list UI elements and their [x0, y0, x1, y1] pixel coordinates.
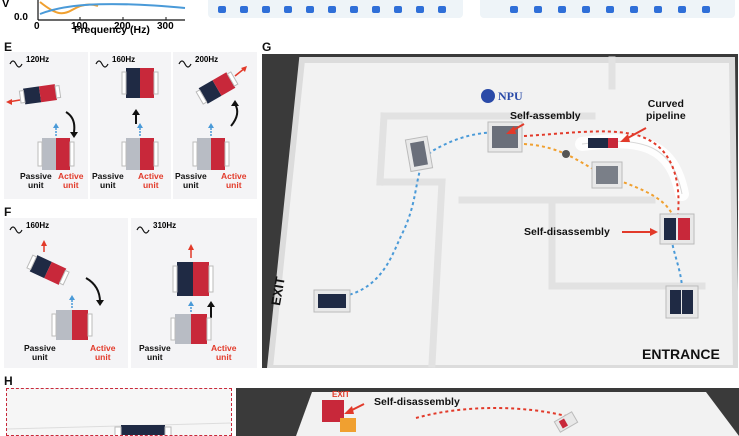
panel-e-frame-1: 120Hz Passive unit Active unit [4, 52, 88, 199]
y-axis-label-fragment: V [2, 0, 10, 10]
x-axis-label: Frequency (Hz) [74, 24, 150, 36]
panel-letter-h: H [4, 374, 13, 388]
robot-left-upper [404, 135, 434, 173]
panel-h-left-photo [6, 388, 232, 436]
red-path [523, 130, 680, 215]
panel-letter-f: F [4, 205, 12, 219]
passive-unit-label: Passive unit [139, 343, 171, 362]
y-tick-0: 0.0 [14, 12, 28, 23]
top-image-strip-1 [208, 0, 463, 18]
self-disassembly-label: Self-disassembly [524, 226, 610, 238]
passive-unit-label: Passive unit [92, 171, 124, 190]
freq-label: 120Hz [26, 55, 50, 64]
active-unit-label: Active unit [221, 171, 247, 190]
self-disassembly-label: Self-disassembly [374, 396, 460, 408]
x-tick-100: 100 [71, 21, 88, 32]
robot-exit [313, 289, 351, 313]
x-tick-200: 200 [114, 21, 131, 32]
panel-letter-g: G [262, 40, 272, 54]
panel-e-frame-2: 160Hz Passive unit Active unit [90, 52, 171, 199]
robot-entrance [665, 285, 699, 319]
freq-label: 310Hz [153, 221, 177, 230]
passive-unit-label: Passive unit [20, 171, 52, 190]
npu-logo: NPU [498, 89, 523, 103]
active-unit-label: Active unit [211, 343, 237, 362]
top-image-strip-2 [480, 0, 735, 18]
robot-mid [591, 161, 623, 189]
chart-svg [37, 0, 186, 21]
robot-self-disassembly [659, 213, 695, 245]
panel-f-frame-1: 160Hz Passive unit Active unit [4, 218, 128, 368]
active-unit-label: Active unit [58, 171, 84, 190]
x-tick-0: 0 [34, 21, 40, 32]
panel-e-frame-3: 200Hz Passive unit Active unit [173, 52, 257, 199]
top-chart: V 0.0 0 100 200 300 [0, 0, 200, 36]
blue-path [331, 131, 503, 299]
panel-h-right-photo: EXIT Self-disassembly [236, 388, 739, 436]
entrance-label: ENTRANCE [642, 346, 720, 362]
self-assembly-label: Self-assembly [510, 110, 581, 122]
passive-unit-label: Passive unit [175, 171, 207, 190]
curve-blue [39, 3, 186, 15]
panel-f-frame-2: 310Hz Passive unit Active unit [131, 218, 257, 368]
panel-letter-e: E [4, 40, 13, 54]
freq-label: 200Hz [195, 55, 219, 64]
active-unit-label: Active unit [138, 171, 164, 190]
freq-label: 160Hz [26, 221, 50, 230]
curved-pipeline-label: Curved pipeline [646, 98, 686, 122]
robot-self-assembly [487, 121, 523, 153]
robot-pipeline [588, 138, 618, 148]
x-tick-300: 300 [157, 21, 174, 32]
panel-g-maze: NPU Self-assembly Curved pipeline Self-d… [262, 54, 738, 368]
blue-path-right [671, 241, 683, 290]
exit-label: EXIT [332, 390, 350, 399]
passive-unit-label: Passive unit [24, 343, 56, 362]
maze-svg [266, 56, 738, 368]
freq-label: 160Hz [112, 55, 136, 64]
active-unit-label: Active unit [90, 343, 116, 362]
